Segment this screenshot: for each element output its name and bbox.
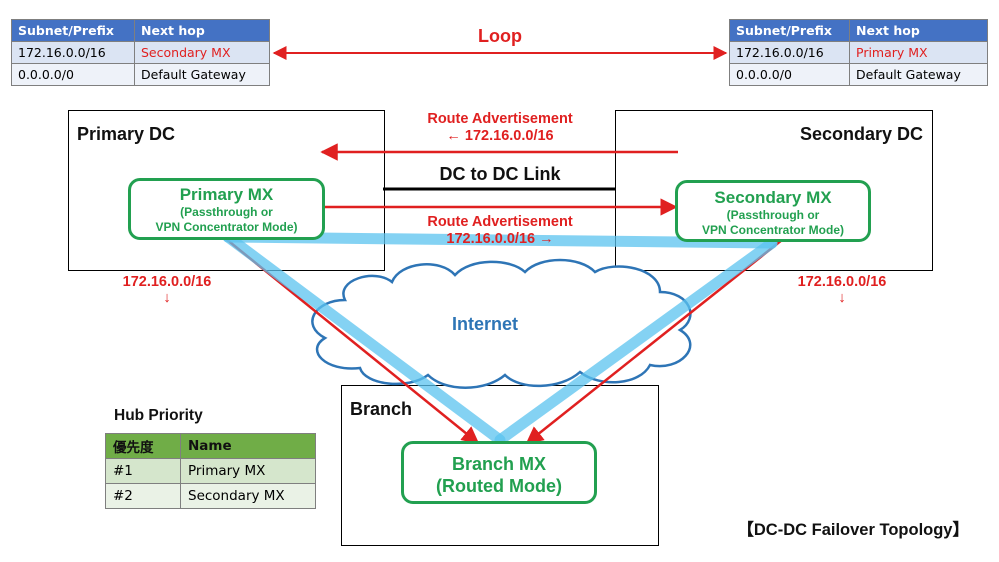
primary-mx-name: Primary MX (179, 185, 274, 204)
secondary-dc-title: Secondary DC (799, 124, 923, 144)
primary-mx-node: Primary MX (Passthrough or VPN Concentra… (128, 178, 325, 240)
col-priority-header: 優先度 (105, 433, 181, 459)
table-cell: Primary MX (849, 41, 988, 64)
col-name-header: Name (180, 433, 316, 459)
table-cell: #1 (105, 458, 181, 484)
table-cell: 0.0.0.0/0 (11, 63, 135, 86)
branch-mx-mode: (Routed Mode) (436, 476, 562, 496)
route-adv-bottom-prefix: 172.16.0.0/16 → (446, 231, 554, 247)
secondary-dc-box (615, 110, 933, 271)
col-subnet-header: Subnet/Prefix (11, 19, 135, 42)
diagram-caption: 【DC-DC Failover Topology】 (737, 521, 969, 539)
route-adv-top-title: Route Advertisement (427, 111, 573, 127)
table-cell: 0.0.0.0/0 (729, 63, 850, 86)
loop-label: Loop (478, 26, 522, 46)
hub-priority-table: 優先度 Name #1 Primary MX #2 Secondary MX (105, 433, 316, 509)
table-cell: 172.16.0.0/16 (729, 41, 850, 64)
secondary-mx-name: Secondary MX (714, 188, 832, 207)
left-prefix-arrow: ↓ (163, 290, 171, 306)
tunnel-secondary-to-branch (494, 237, 778, 446)
secondary-mx-node: Secondary MX (Passthrough or VPN Concent… (675, 180, 871, 242)
col-nexthop-header: Next hop (134, 19, 270, 42)
route-table-secondary: Subnet/Prefix Next hop 172.16.0.0/16 Pri… (729, 19, 988, 86)
secondary-mx-mode-line1: (Passthrough or (726, 208, 820, 222)
right-prefix-label: 172.16.0.0/16 (797, 274, 887, 290)
table-cell: Secondary MX (180, 483, 316, 509)
table-cell: Primary MX (180, 458, 316, 484)
route-table-primary: Subnet/Prefix Next hop 172.16.0.0/16 Sec… (11, 19, 270, 86)
table-cell: Default Gateway (134, 63, 270, 86)
table-cell: Default Gateway (849, 63, 988, 86)
col-subnet-header: Subnet/Prefix (729, 19, 850, 42)
internet-label: Internet (451, 314, 518, 334)
branch-box (341, 385, 659, 546)
branch-mx-node: Branch MX (Routed Mode) (401, 441, 597, 504)
primary-dc-title: Primary DC (77, 124, 176, 144)
secondary-mx-mode-line2: VPN Concentrator Mode) (701, 223, 844, 237)
branch-mx-name: Branch MX (451, 454, 547, 474)
branch-title: Branch (350, 399, 413, 419)
tunnel-primary-to-branch (222, 231, 506, 446)
table-cell: 172.16.0.0/16 (11, 41, 135, 64)
dc-link-label: DC to DC Link (439, 164, 561, 184)
table-cell: #2 (105, 483, 181, 509)
right-prefix-arrow: ↓ (838, 290, 846, 306)
route-adv-bottom-title: Route Advertisement (427, 214, 573, 230)
primary-mx-mode-line2: VPN Concentrator Mode) (155, 220, 298, 234)
internet-cloud (311, 258, 692, 389)
hub-priority-title: Hub Priority (114, 407, 203, 424)
route-adv-top-prefix: ← 172.16.0.0/16 (446, 128, 554, 144)
primary-mx-mode-line1: (Passthrough or (180, 205, 273, 219)
left-prefix-label: 172.16.0.0/16 (122, 274, 212, 290)
